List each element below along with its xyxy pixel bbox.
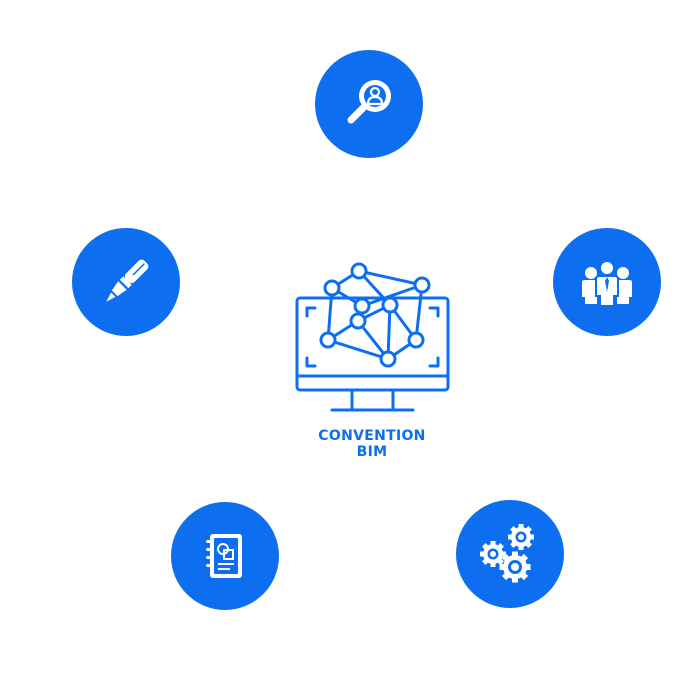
team-node[interactable]: [553, 228, 661, 336]
center-caption: CONVENTION BIM: [272, 428, 472, 460]
pen-node[interactable]: [72, 228, 180, 336]
search-node[interactable]: [315, 50, 423, 158]
caption-line-2: BIM: [356, 444, 388, 460]
magnifier-person-icon: [347, 80, 391, 124]
notebook-icon: [206, 534, 242, 578]
notebook-node[interactable]: [171, 502, 279, 610]
team-icon: [582, 260, 632, 307]
center-monitor-graphic: [290, 258, 455, 428]
gears-icon: [480, 524, 534, 583]
caption-line-1: CONVENTION: [318, 428, 426, 444]
monitor-cube-icon: [295, 262, 450, 412]
pen-icon: [106, 259, 149, 302]
gears-node[interactable]: [456, 500, 564, 608]
